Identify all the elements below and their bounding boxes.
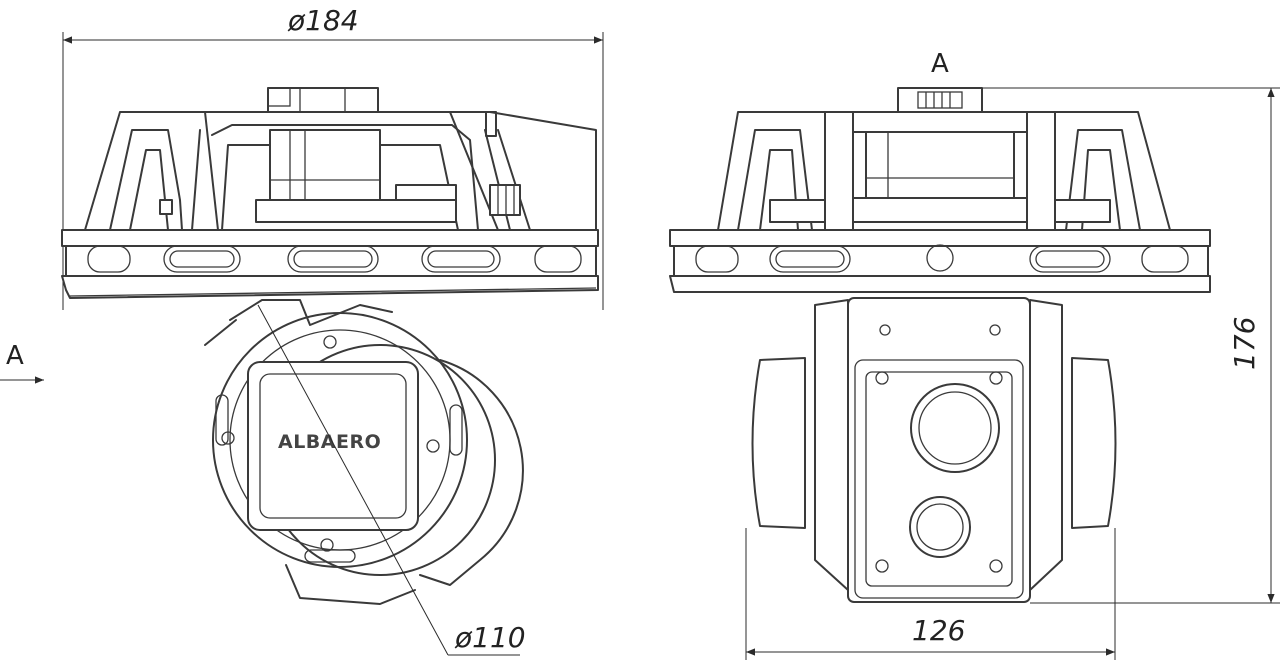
mount-flange: [61, 229, 599, 299]
dimension-width: 126: [745, 528, 1116, 660]
gimbal-front: [751, 297, 1117, 603]
ball-diameter-label: ø110: [454, 621, 526, 654]
height-label: 176: [1228, 317, 1261, 370]
front-view: A: [669, 49, 1280, 660]
gimbal-ball-side: ALBAERO ø110: [204, 299, 526, 656]
view-label: A: [931, 49, 949, 79]
view-arrow-label: A: [6, 341, 24, 371]
side-view: ø184: [0, 4, 604, 656]
brand-logo: ALBAERO: [278, 431, 381, 453]
width-label: 126: [912, 614, 965, 647]
mount-diameter-label: ø184: [287, 4, 359, 37]
dimension-mount-diameter: ø184: [62, 4, 604, 310]
front-cage: [717, 111, 1171, 231]
front-top-connector: [897, 87, 983, 113]
view-arrow: A: [0, 341, 44, 384]
mount-cage: [84, 111, 597, 231]
front-flange: [669, 229, 1211, 293]
dimension-height: 176: [982, 87, 1280, 604]
